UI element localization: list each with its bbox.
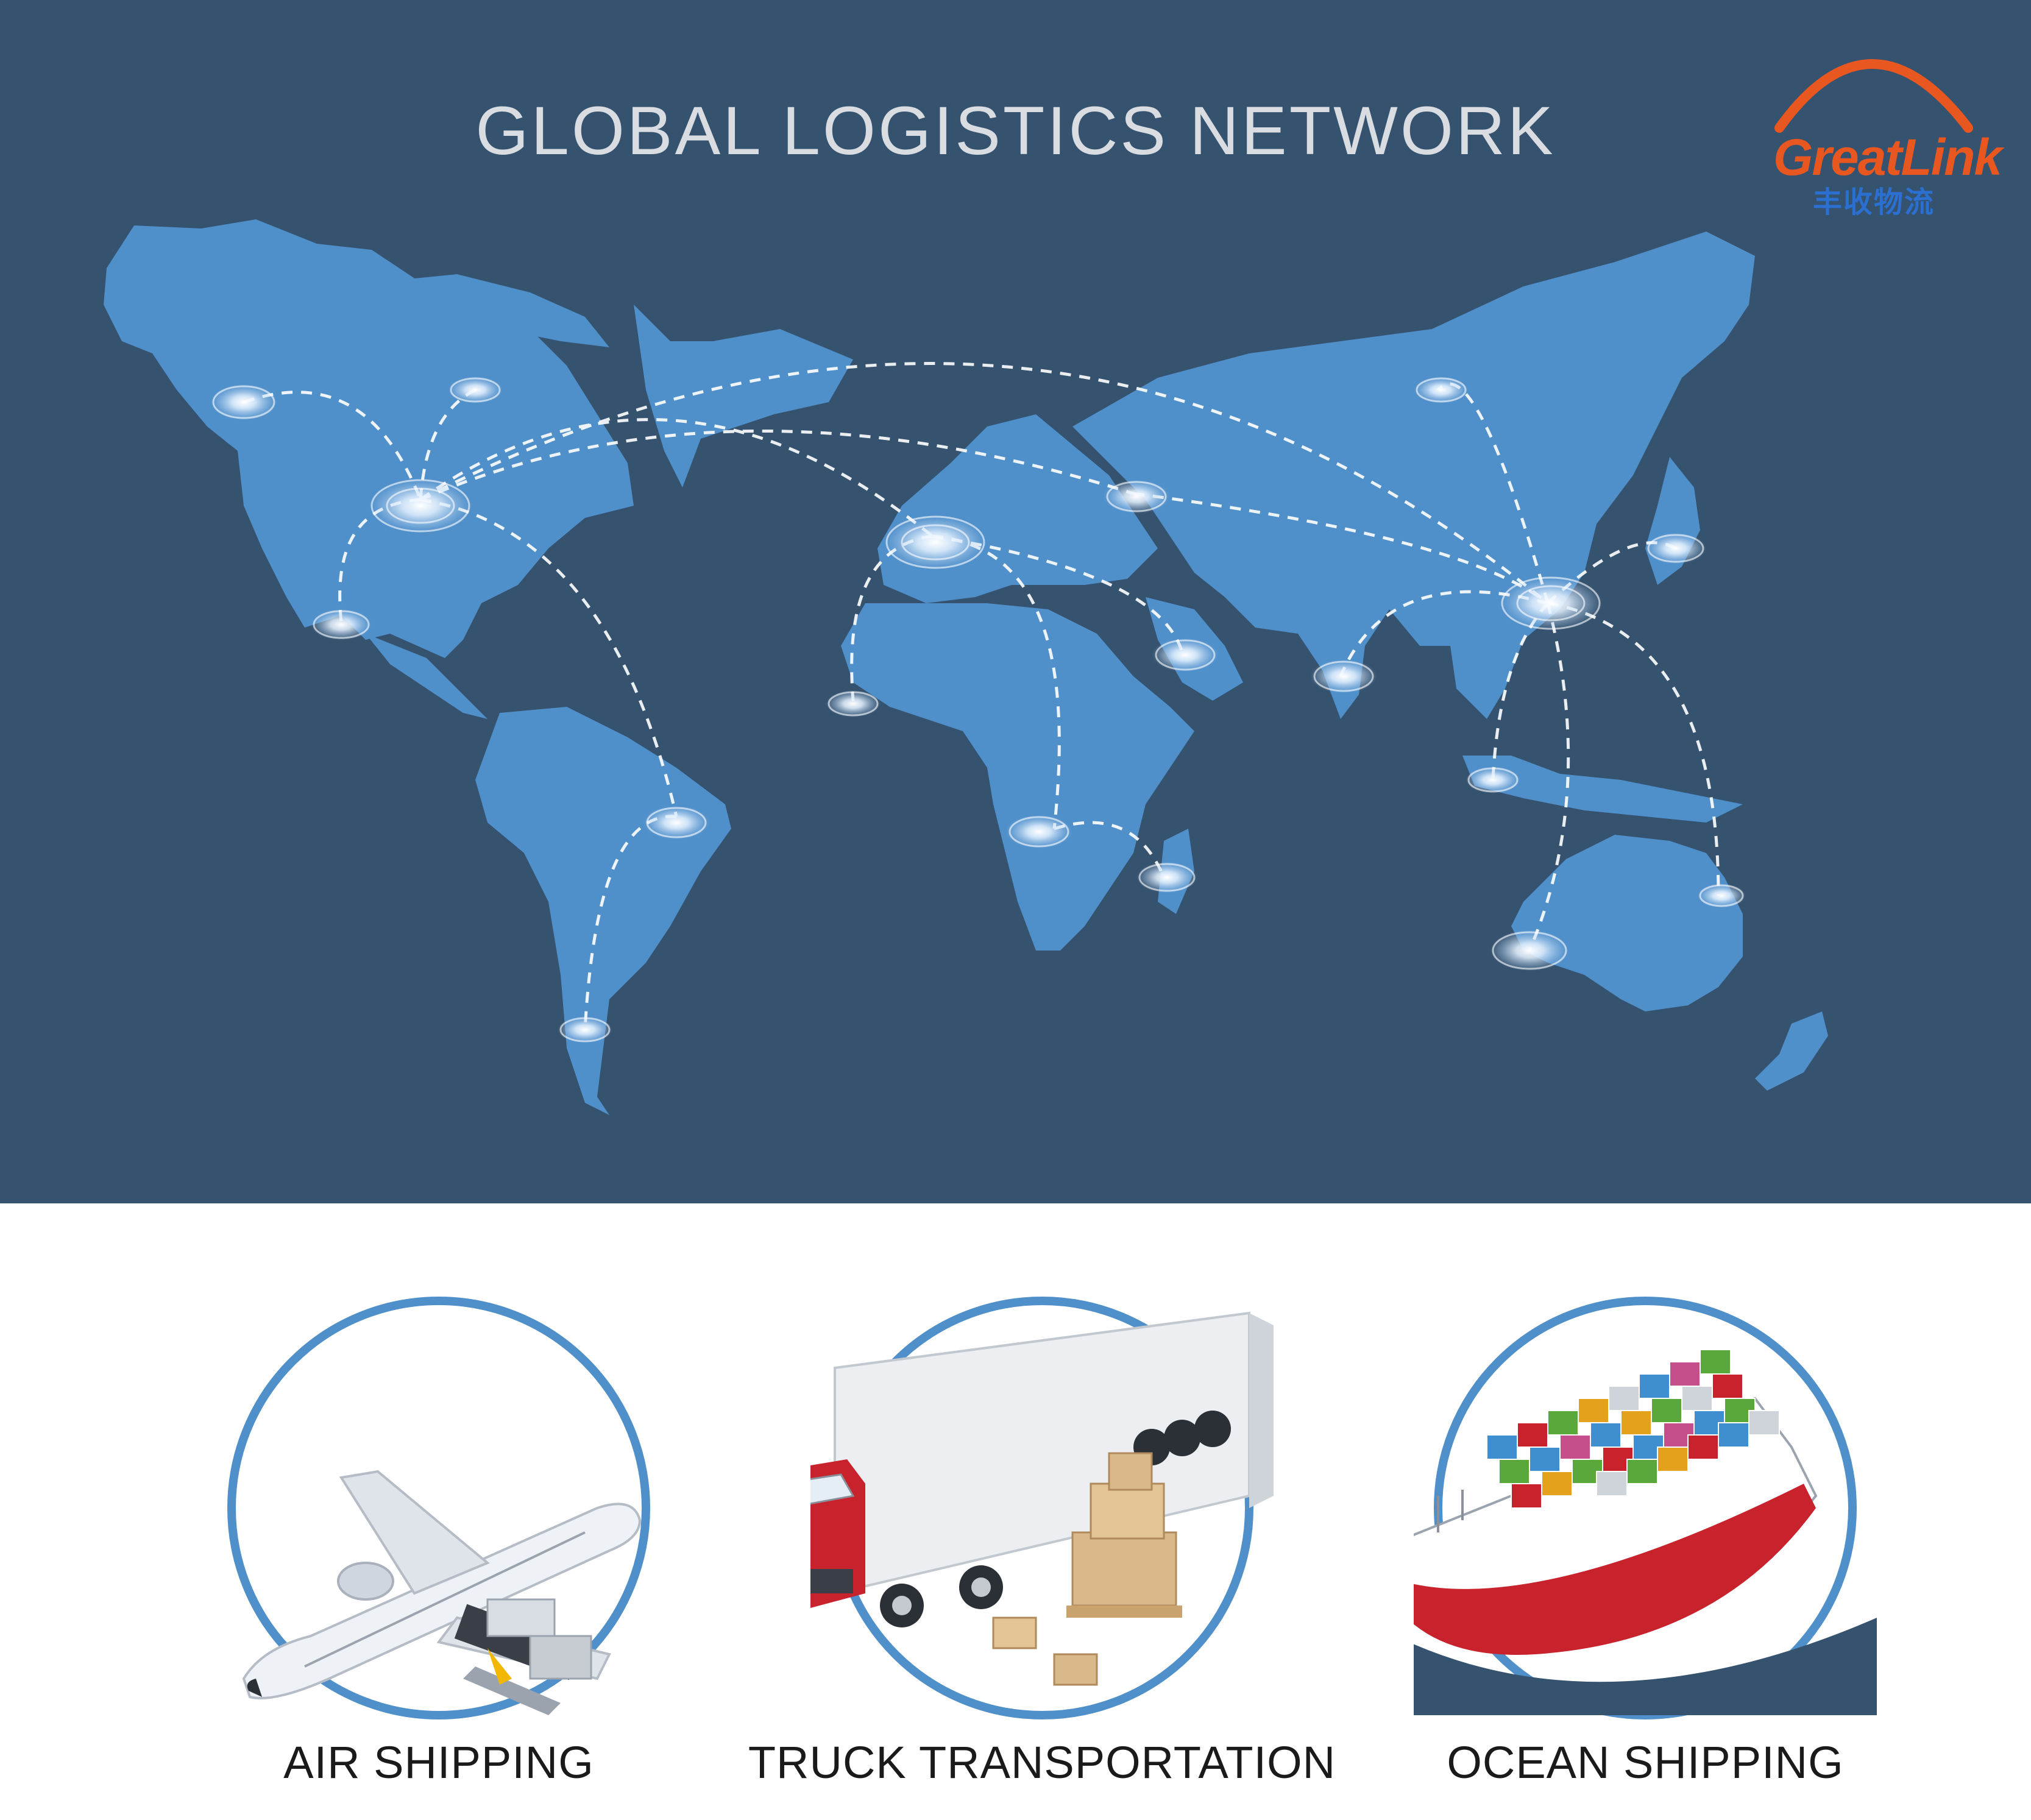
australia-landmass (1511, 835, 1743, 1011)
japan-landmass (1645, 457, 1700, 585)
hub-marker-major (369, 478, 472, 533)
service-label: OCEAN SHIPPING (1447, 1737, 1844, 1788)
services-section: AIR SHIPPING (0, 1203, 2031, 1820)
service-label: AIR SHIPPING (283, 1737, 594, 1788)
asia-landmass (1072, 232, 1755, 719)
container-ship-icon (1414, 1297, 1877, 1719)
hub-marker (1490, 930, 1569, 971)
hub-marker (311, 609, 372, 640)
truck-delivery-icon (810, 1297, 1274, 1719)
hub-marker (826, 690, 881, 717)
hub-marker-major (1499, 576, 1603, 631)
service-label: TRUCK TRANSPORTATION (748, 1737, 1336, 1788)
hub-marker (448, 377, 503, 403)
hub-marker (1310, 659, 1377, 693)
central-america-landmass (366, 634, 487, 719)
logo-wordmark: GreatLink (1773, 129, 2002, 186)
service-ocean-shipping: OCEAN SHIPPING (1414, 1276, 1877, 1788)
hub-marker (210, 384, 277, 420)
logo-subtitle: 丰收物流 (1813, 185, 1935, 219)
airplane-cargo-icon (227, 1297, 650, 1719)
hub-marker (1103, 480, 1170, 514)
southeast-asia-islands-landmass (1462, 756, 1743, 823)
hub-marker (1466, 767, 1520, 793)
hub-marker (1645, 533, 1706, 564)
logistics-hubs (210, 377, 1746, 1043)
hub-marker (1136, 862, 1197, 893)
hub-marker (643, 806, 710, 840)
logo-arc-icon (1774, 59, 1973, 133)
hub-marker-major (884, 515, 987, 570)
hub-marker (1414, 377, 1469, 403)
page-title: GLOBAL LOGISTICS NETWORK (475, 93, 1556, 169)
hub-marker (1005, 815, 1072, 849)
greenland-landmass (634, 305, 853, 487)
hub-marker (1697, 883, 1746, 908)
service-air-shipping: AIR SHIPPING (207, 1276, 670, 1788)
arctic-islands-landmass (396, 274, 609, 347)
shipping-routes (243, 362, 1720, 1030)
africa-landmass (841, 603, 1194, 951)
new-zealand-landmass (1755, 1011, 1828, 1091)
world-map (104, 219, 1828, 1115)
hub-marker (1152, 638, 1219, 672)
map-panel: GLOBAL LOGISTICS NETWORK GreatLink 丰收物流 (0, 0, 2031, 1203)
greatlink-logo: GreatLink 丰收物流 (1755, 37, 2002, 219)
service-truck-transportation: TRUCK TRANSPORTATION (748, 1276, 1335, 1788)
south-america-landmass (475, 707, 731, 1115)
hub-marker (558, 1016, 612, 1043)
